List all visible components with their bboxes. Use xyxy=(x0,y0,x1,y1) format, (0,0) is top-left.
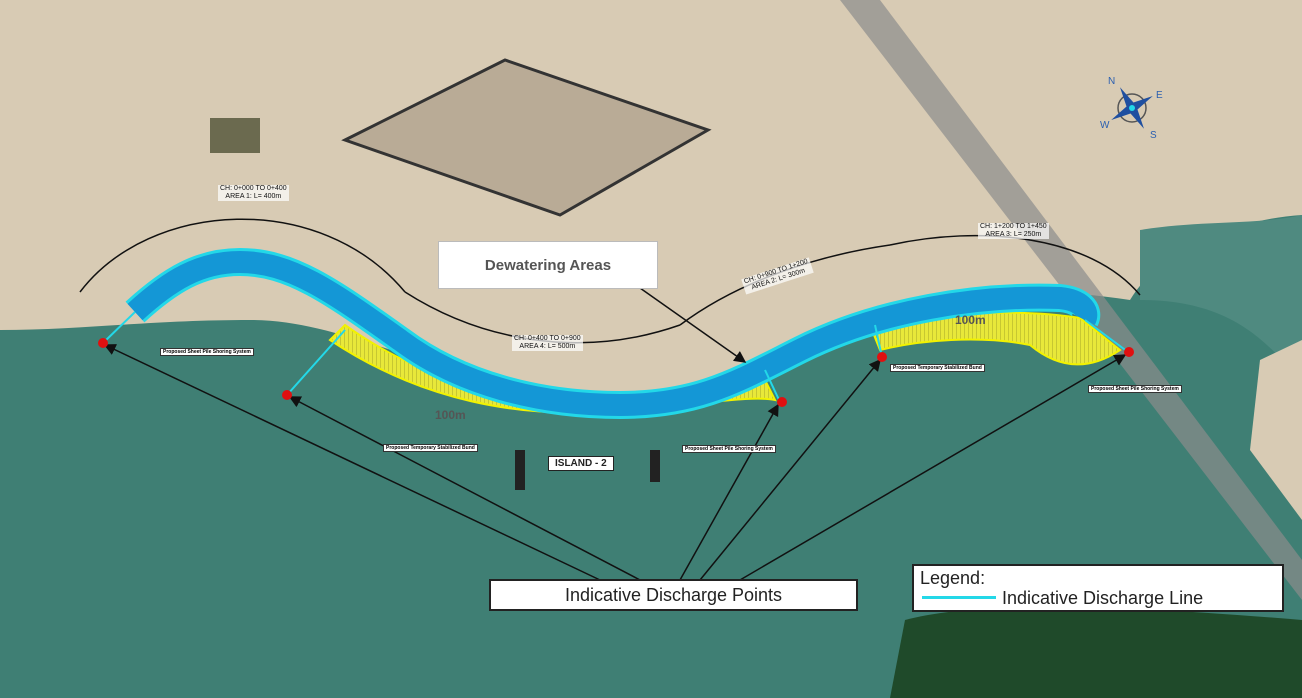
discharge-point xyxy=(98,338,108,348)
dewatering-channel xyxy=(127,250,1098,417)
compound xyxy=(341,58,712,217)
width-label: 100m xyxy=(955,313,986,327)
discharge-lines xyxy=(102,311,1129,403)
discharge-point xyxy=(877,352,887,362)
note-sheet-pile: Proposed Sheet Pile Shoring System xyxy=(1088,385,1182,393)
width-label: 100m xyxy=(435,408,466,422)
discharge-point xyxy=(1124,347,1134,357)
land-east xyxy=(1250,340,1302,520)
mangrove-island xyxy=(890,606,1302,698)
legend: Legend: Indicative Discharge Line xyxy=(912,564,1284,612)
compass-n: N xyxy=(1108,76,1115,87)
discharge-point xyxy=(282,390,292,400)
compass-w: W xyxy=(1100,120,1110,131)
legend-discharge-line-swatch xyxy=(922,596,996,599)
discharge-point xyxy=(777,397,787,407)
dewatering-areas-label: Dewatering Areas xyxy=(438,241,658,289)
note-sheet-pile: Proposed Sheet Pile Shoring System xyxy=(682,445,776,453)
legend-title: Legend: xyxy=(920,568,986,588)
compass-s: S xyxy=(1150,130,1157,140)
sea-inlet xyxy=(1140,215,1302,380)
note-bund: Proposed Temporary Stabilized Bund xyxy=(383,444,478,452)
note-bund: Proposed Temporary Stabilized Bund xyxy=(890,364,985,372)
jetty xyxy=(515,450,525,490)
compass-rose-icon: N E S W xyxy=(1100,76,1164,141)
dimension-area-3 xyxy=(889,234,1141,296)
field xyxy=(210,118,260,153)
discharge-points xyxy=(98,338,1134,407)
dimension-area-1 xyxy=(79,218,406,293)
compass-e: E xyxy=(1156,90,1163,101)
island-label: ISLAND - 2 xyxy=(548,456,614,471)
discharge-points-label: Indicative Discharge Points xyxy=(489,579,858,611)
discharge-arrows xyxy=(103,287,1127,581)
jetty xyxy=(650,450,660,482)
note-sheet-pile: Proposed Sheet Pile Shoring System xyxy=(160,348,254,356)
legend-discharge-line-label: Indicative Discharge Line xyxy=(1002,588,1204,608)
